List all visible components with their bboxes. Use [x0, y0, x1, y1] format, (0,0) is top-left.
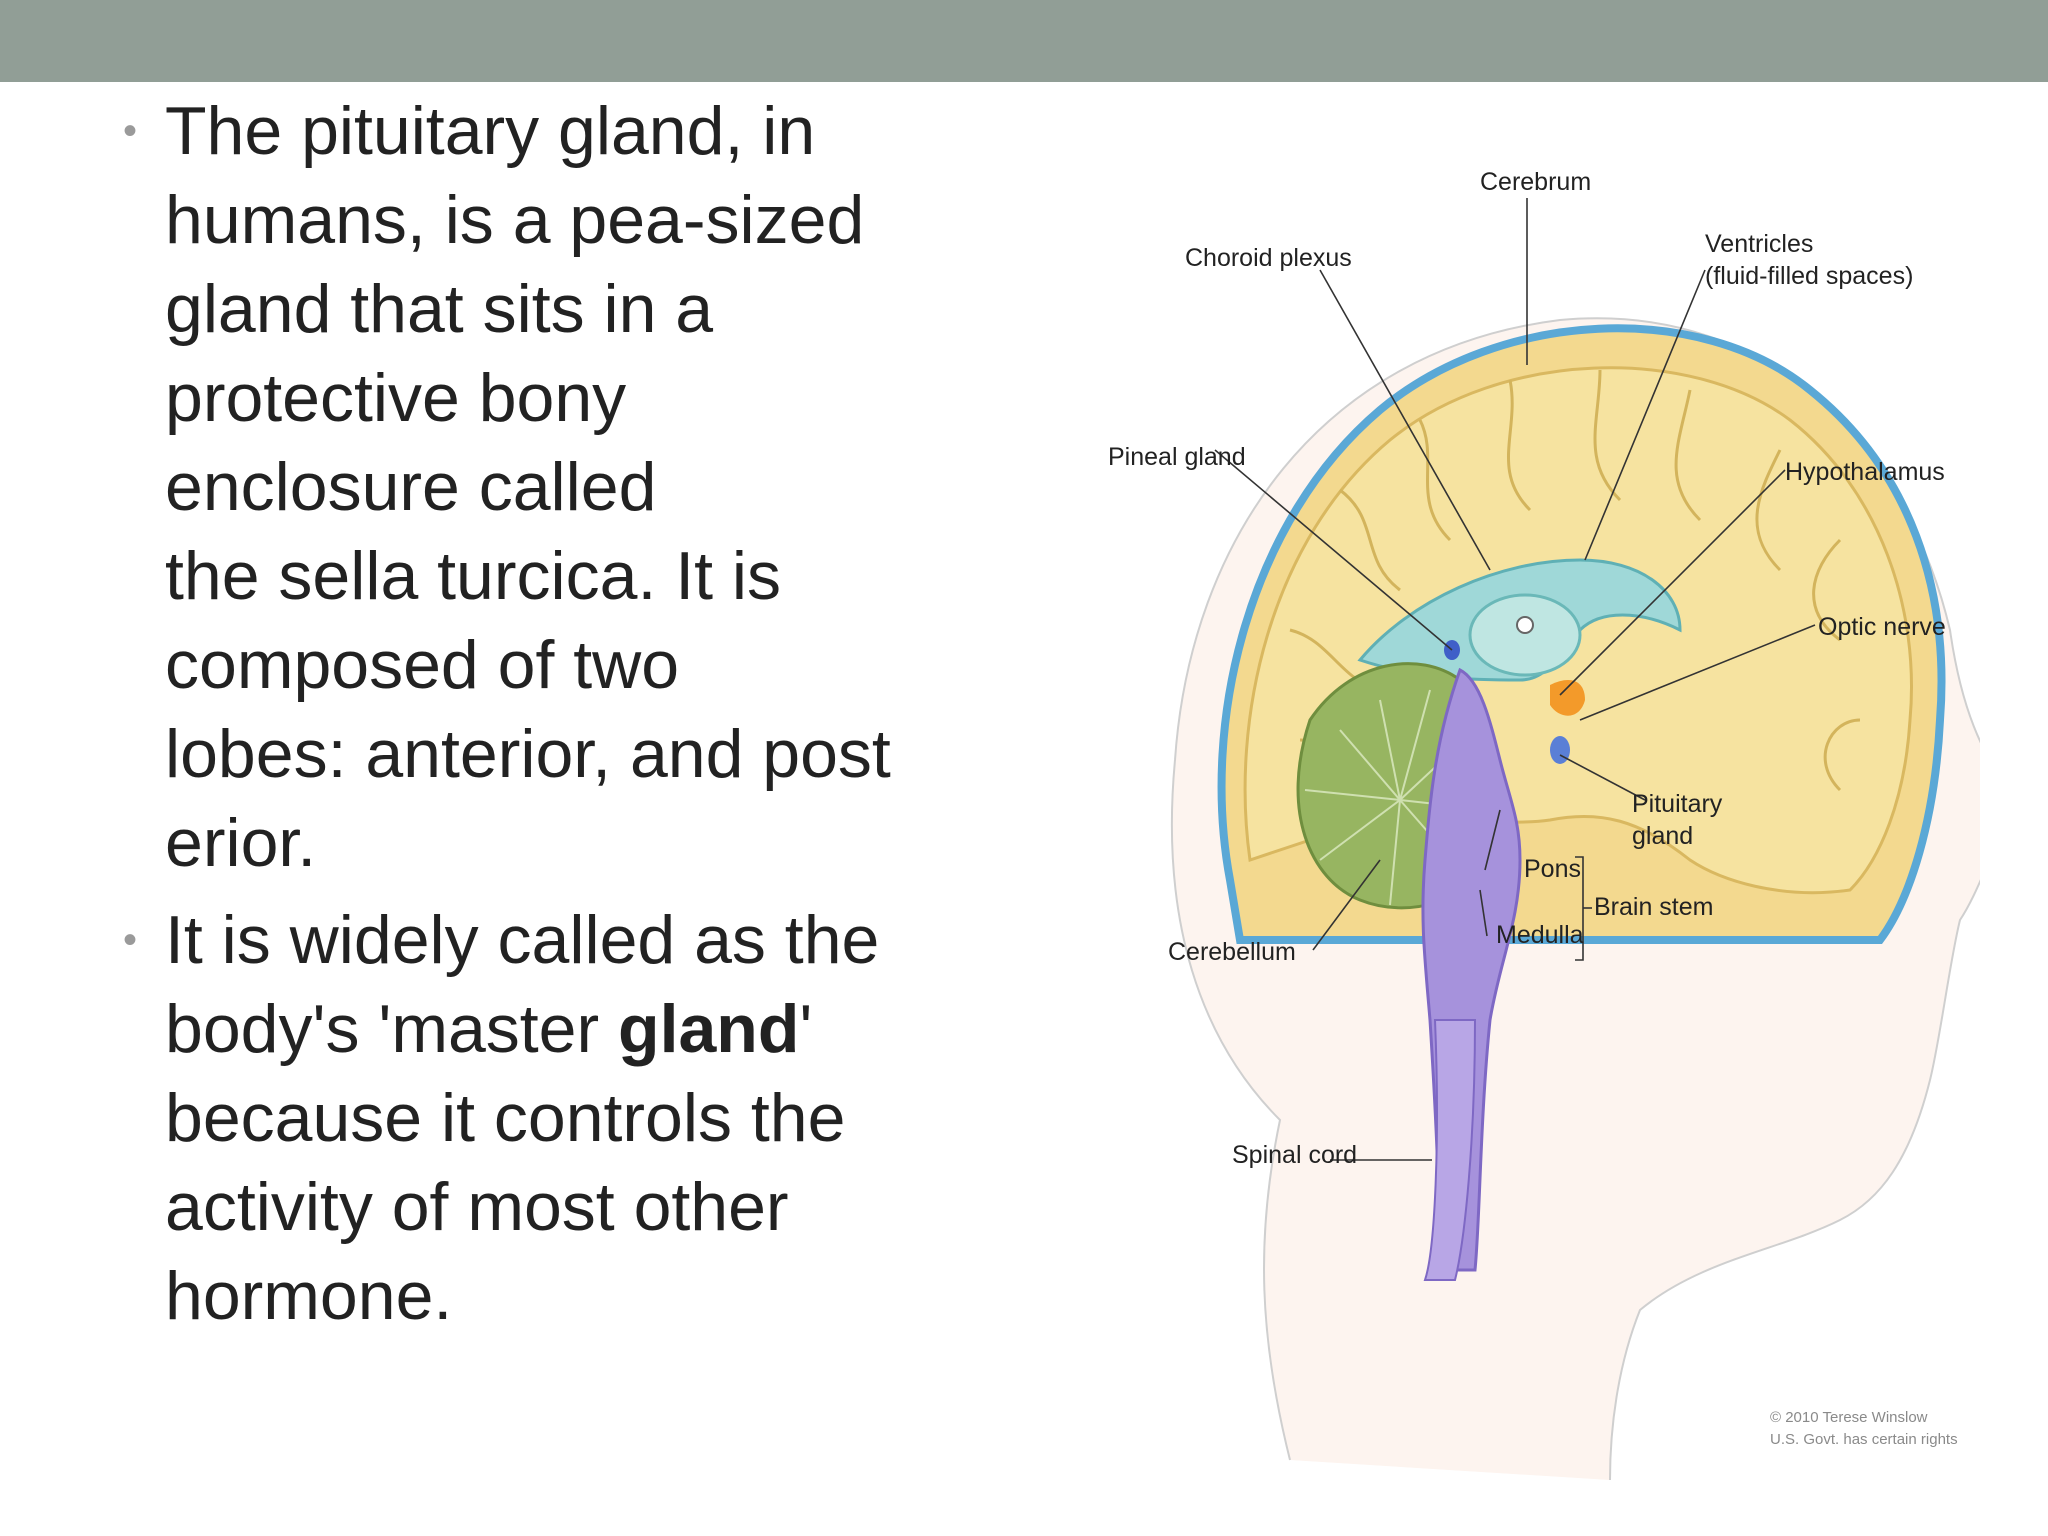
label-ventricles-note: (fluid-filled spaces) — [1705, 262, 1913, 290]
thalamus-shape — [1468, 593, 1582, 677]
ventricle-dot — [1516, 616, 1534, 634]
label-medulla: Medulla — [1496, 921, 1584, 949]
figure-credit: © 2010 Terese Winslow — [1770, 1409, 1928, 1426]
bullet-line: activity of most other — [165, 1169, 789, 1245]
bullet-line: It is widely called as the — [165, 902, 880, 978]
bullet-line: protective bony — [165, 360, 627, 436]
label-leader-lines — [1214, 198, 1816, 1161]
bullet-line: gland that sits in a — [165, 271, 714, 347]
bullet-line: enclosure called — [165, 449, 657, 525]
label-brain-stem: Brain stem — [1594, 893, 1713, 921]
bullet-line: the sella turcica. It is — [165, 538, 782, 614]
bullet-line: hormone. — [165, 1258, 453, 1334]
label-hypothalamus: Hypothalamus — [1785, 458, 1945, 486]
label-optic-nerve: Optic nerve — [1818, 613, 1946, 641]
label-pineal-gland: Pineal gland — [1108, 443, 1246, 471]
bullet-text: ' — [799, 991, 813, 1067]
bullet-dot-icon: • — [123, 918, 138, 962]
bullet-line-mixed: body's 'master gland' — [165, 985, 1020, 1074]
bullet-line: humans, is a pea-sized — [165, 182, 865, 258]
bullet-line: The pituitary gland, in — [165, 93, 816, 169]
brain-anatomy-diagram: Cerebrum Choroid plexus Ventricles (flui… — [1108, 168, 1980, 1480]
spinal-cord-shape — [1423, 1019, 1477, 1281]
bullet-line: composed of two — [165, 627, 680, 703]
bullet-line: because it controls the — [165, 1080, 846, 1156]
bullet-dot-icon: • — [123, 109, 138, 153]
label-cerebrum: Cerebrum — [1480, 168, 1591, 196]
bullet-bold-text: gland — [618, 991, 800, 1067]
bullet-line: erior. — [165, 805, 317, 881]
slide-header-bar — [0, 0, 2048, 82]
label-cerebellum: Cerebellum — [1168, 938, 1296, 966]
label-pituitary: Pituitary — [1632, 790, 1723, 818]
bullet-item-2: • It is widely called as the body's 'mas… — [120, 896, 1020, 1341]
bullet-item-1: • The pituitary gland, in humans, is a p… — [120, 87, 1020, 888]
label-pituitary-gland: gland — [1632, 822, 1693, 850]
bullet-line: lobes: anterior, and post — [165, 716, 891, 792]
figure-credit-rights: U.S. Govt. has certain rights — [1770, 1431, 1958, 1448]
label-choroid-plexus: Choroid plexus — [1185, 244, 1352, 272]
pituitary-shape — [1550, 736, 1570, 764]
label-pons: Pons — [1524, 855, 1581, 883]
label-ventricles: Ventricles — [1705, 230, 1813, 258]
bullet-text: body's 'master — [165, 991, 619, 1067]
hypothalamus-shape — [1550, 680, 1585, 716]
label-spinal-cord: Spinal cord — [1232, 1141, 1357, 1169]
slide-text: • The pituitary gland, in humans, is a p… — [120, 82, 1020, 1341]
